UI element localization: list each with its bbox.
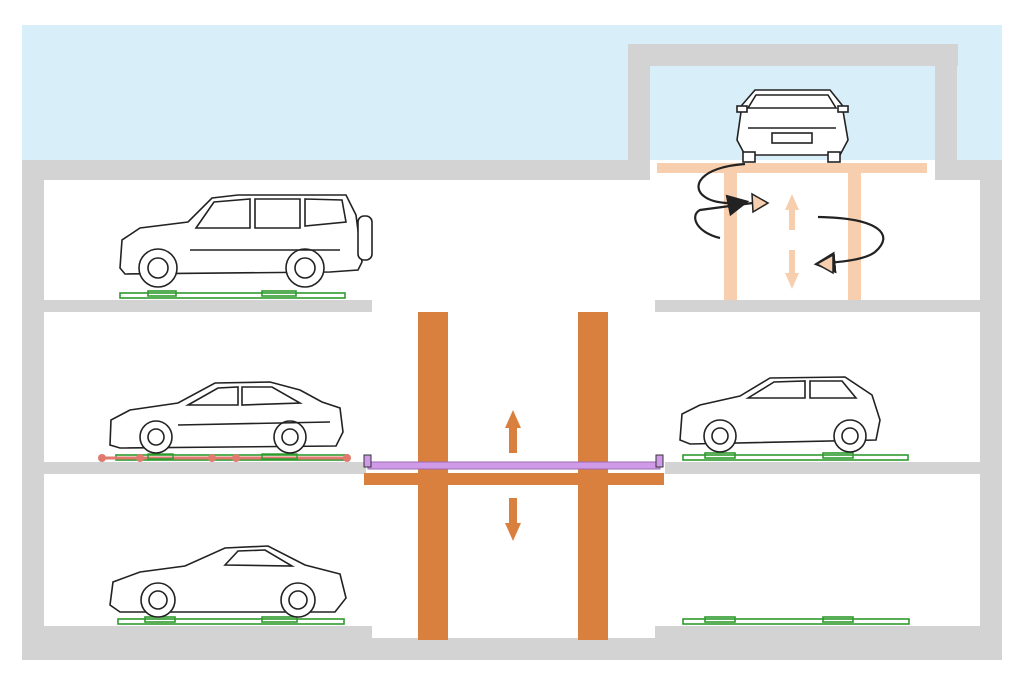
transfer-platform <box>363 454 664 470</box>
rotate-arrowhead-left <box>751 192 770 214</box>
down-arrow-icon <box>785 250 799 289</box>
sedan-rear-icon <box>736 89 849 163</box>
up-arrow-icon <box>785 194 799 230</box>
down-arrow-icon <box>505 498 521 541</box>
coupe-side-icon <box>109 545 347 618</box>
rotate-arrow-icon <box>694 162 885 274</box>
red-rail <box>98 453 351 462</box>
suv-side-icon <box>119 194 373 288</box>
rotate-arrowhead-right <box>815 253 834 275</box>
lift-arrows <box>505 410 521 541</box>
lift-carriage <box>364 473 664 485</box>
up-arrow-icon <box>505 410 521 453</box>
pallet-rails <box>115 290 910 625</box>
lift-columns <box>364 312 664 640</box>
sedan-side-icon <box>109 381 344 454</box>
turntable-lift <box>657 163 927 300</box>
hatchback-side-icon <box>679 376 881 453</box>
building-structure <box>22 44 1002 660</box>
